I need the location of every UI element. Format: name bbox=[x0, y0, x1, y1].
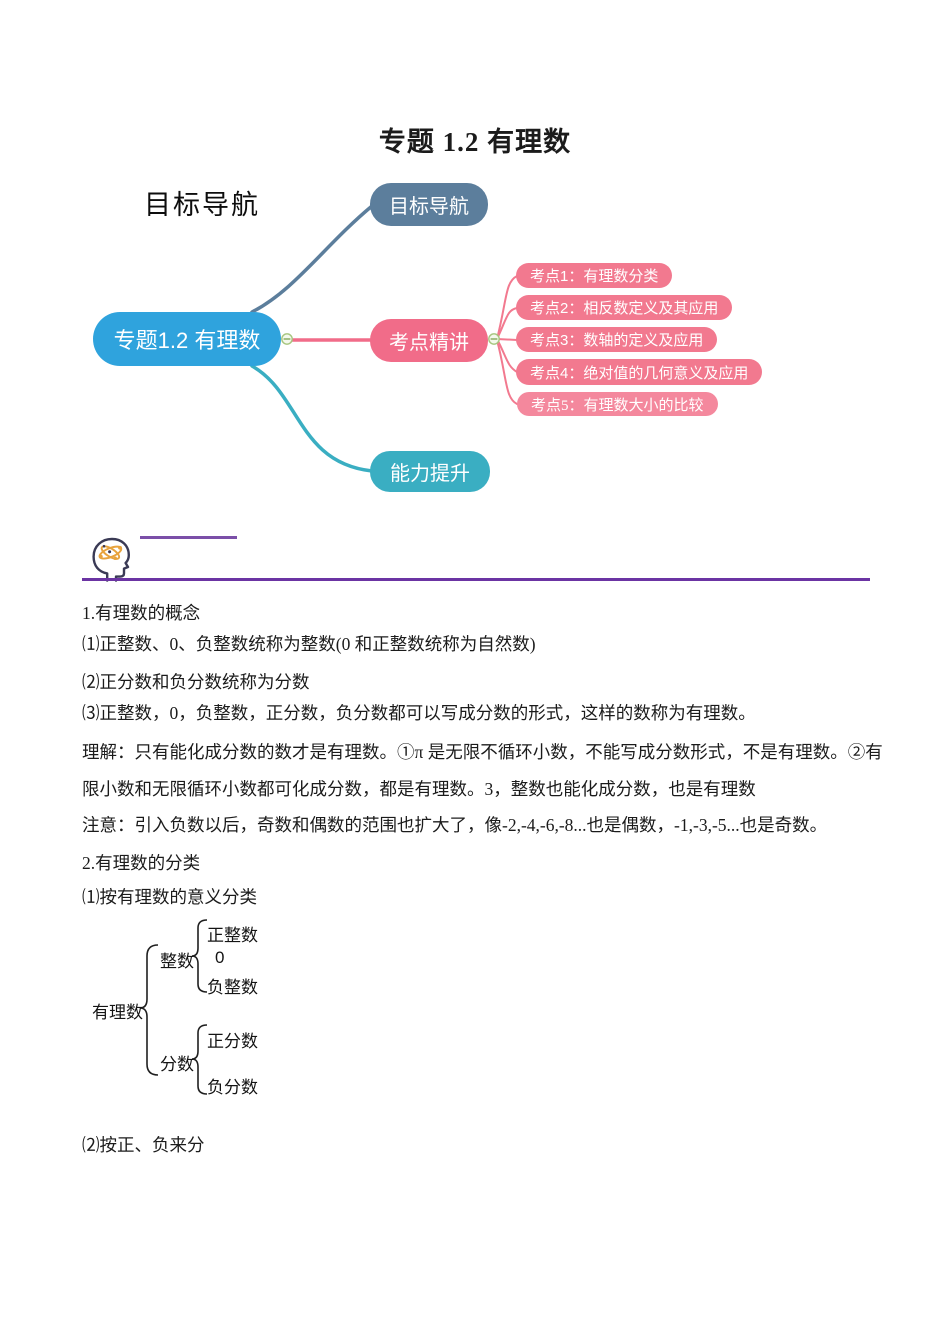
tree-leaf: 正整数 bbox=[207, 926, 258, 945]
connector-root-to-branch3 bbox=[250, 364, 374, 473]
body-line: 注意：引入负数以后，奇数和偶数的范围也扩大了，像-2,-4,-6,-8...也是… bbox=[82, 815, 828, 835]
divider-short-rule bbox=[140, 536, 237, 539]
subtopic-label: 考点4：绝对值的几何意义及应用 bbox=[530, 364, 749, 382]
mindmap-subtopic-5: 考点5：有理数大小的比较 bbox=[517, 392, 718, 416]
body-line: ⑶正整数，0，负整数，正分数，负分数都可以写成分数的形式，这样的数称为有理数。 bbox=[82, 703, 756, 723]
subtopic-label: 考点3：数轴的定义及应用 bbox=[530, 332, 704, 349]
tree-braces bbox=[139, 919, 208, 1095]
body-line: 2.有理数的分类 bbox=[82, 853, 201, 873]
body-line: 限小数和无限循环小数都可化成分数，都是有理数。3，整数也能化成分数，也是有理数 bbox=[82, 779, 756, 799]
tree-group-label: 整数 bbox=[160, 952, 194, 971]
branch-label: 考点精讲 bbox=[389, 332, 469, 354]
subtopic-label: 考点5：有理数大小的比较 bbox=[531, 397, 704, 414]
mindmap-branch-keypoints: 考点精讲 bbox=[370, 319, 488, 362]
body-line: ⑴正整数、0、负整数统称为整数(0 和正整数统称为自然数) bbox=[82, 634, 536, 654]
page-title: 专题 1.2 有理数 bbox=[378, 127, 572, 157]
body-line: 理解：只有能化成分数的数才是有理数。①π 是无限不循环小数，不能写成分数形式，不… bbox=[82, 742, 883, 762]
subtopic-label: 考点2：相反数定义及其应用 bbox=[530, 300, 719, 317]
minus-circle-icon bbox=[281, 333, 500, 345]
mindmap-subtopic-2: 考点2：相反数定义及其应用 bbox=[516, 295, 733, 320]
body-line: ⑵按正、负来分 bbox=[82, 1135, 205, 1155]
brace-integers bbox=[191, 919, 208, 993]
connector-subtopics bbox=[496, 275, 518, 405]
body-line: 1.有理数的概念 bbox=[82, 603, 201, 623]
brace-root bbox=[139, 944, 159, 1076]
head-with-atom-icon bbox=[92, 537, 130, 582]
tree-root-label: 有理数 bbox=[92, 1003, 143, 1022]
branch-label: 能力提升 bbox=[390, 463, 470, 485]
branch-label: 目标导航 bbox=[389, 196, 469, 218]
mindmap-subtopic-4: 考点4：绝对值的几何意义及应用 bbox=[516, 359, 763, 385]
tree-leaf: 负整数 bbox=[207, 978, 258, 997]
mindmap-subtopic-3: 考点3：数轴的定义及应用 bbox=[516, 327, 718, 352]
tree-group-label: 分数 bbox=[160, 1055, 194, 1074]
mindmap-heading: 目标导航 bbox=[144, 190, 260, 220]
tree-leaf: 0 bbox=[215, 948, 225, 967]
connector-root-to-branch1 bbox=[250, 204, 374, 314]
body-line: ⑵正分数和负分数统称为分数 bbox=[82, 672, 310, 692]
mindmap-branch-ability: 能力提升 bbox=[370, 451, 490, 492]
tree-leaf: 正分数 bbox=[207, 1032, 258, 1051]
body-line: ⑴按有理数的意义分类 bbox=[82, 887, 257, 907]
mindmap-root-label: 专题1.2 有理数 bbox=[113, 328, 261, 353]
mindmap-branch-goals: 目标导航 bbox=[370, 183, 488, 226]
brace-fractions bbox=[191, 1024, 208, 1095]
divider-long-rule bbox=[82, 578, 870, 581]
mindmap-subtopic-1: 考点1：有理数分类 bbox=[516, 263, 673, 288]
mindmap-root-node: 专题1.2 有理数 bbox=[93, 312, 281, 366]
subtopic-label: 考点1：有理数分类 bbox=[530, 268, 659, 285]
tree-leaf: 负分数 bbox=[207, 1078, 258, 1097]
